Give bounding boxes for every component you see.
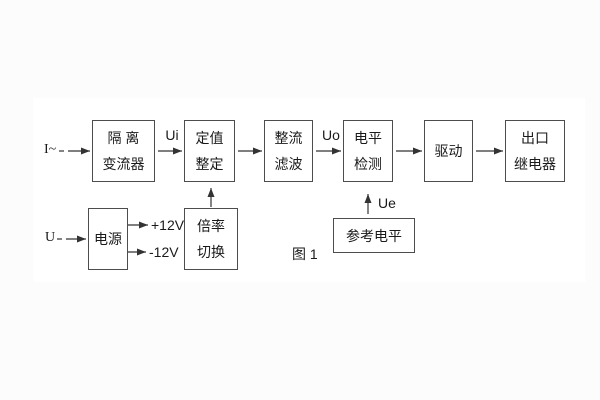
block-label-line1: 整流 <box>274 130 303 146</box>
label-signal-ui: Ui <box>165 127 179 143</box>
block-setting-adjust: 定值 整定 <box>184 120 235 182</box>
block-label-line2: 变流器 <box>102 156 145 172</box>
figure-caption: 图 1 <box>292 246 318 262</box>
block-label-line1: 定值 <box>195 130 224 146</box>
block-label-line2: 切换 <box>197 244 225 260</box>
block-isolation-transformer: 隔 离 变流器 <box>92 120 155 182</box>
block-reference-level: 参考电平 <box>333 218 415 253</box>
block-label-line2: 检测 <box>354 156 382 172</box>
block-level-detector: 电平 检测 <box>343 120 393 182</box>
block-label-line1: 出口 <box>521 130 549 146</box>
label-minus12v-rail: -12V <box>149 244 179 260</box>
label-input-current: I~ <box>44 142 57 157</box>
block-label-line1: 电平 <box>354 130 382 146</box>
block-power-supply: 电源 <box>88 208 128 270</box>
label-signal-uo: Uo <box>322 127 340 143</box>
block-label-line1: 隔 离 <box>107 130 140 146</box>
block-driver: 驱动 <box>424 120 473 182</box>
block-label-line1: 驱动 <box>434 143 463 159</box>
block-rectifier-filter: 整流 滤波 <box>264 120 313 182</box>
label-input-voltage: U <box>45 230 56 245</box>
block-label-line1: 倍率 <box>197 218 225 234</box>
block-label-line1: 参考电平 <box>346 227 402 244</box>
block-label-line2: 继电器 <box>514 156 556 172</box>
label-signal-ue: Ue <box>378 195 396 211</box>
block-label-line1: 电源 <box>94 231 122 247</box>
label-plus12v-rail: +12V <box>151 217 185 233</box>
block-ratio-switch: 倍率 切换 <box>184 208 238 270</box>
block-output-relay: 出口 继电器 <box>505 120 565 182</box>
block-label-line2: 整定 <box>195 156 224 172</box>
block-label-line2: 滤波 <box>274 156 303 172</box>
